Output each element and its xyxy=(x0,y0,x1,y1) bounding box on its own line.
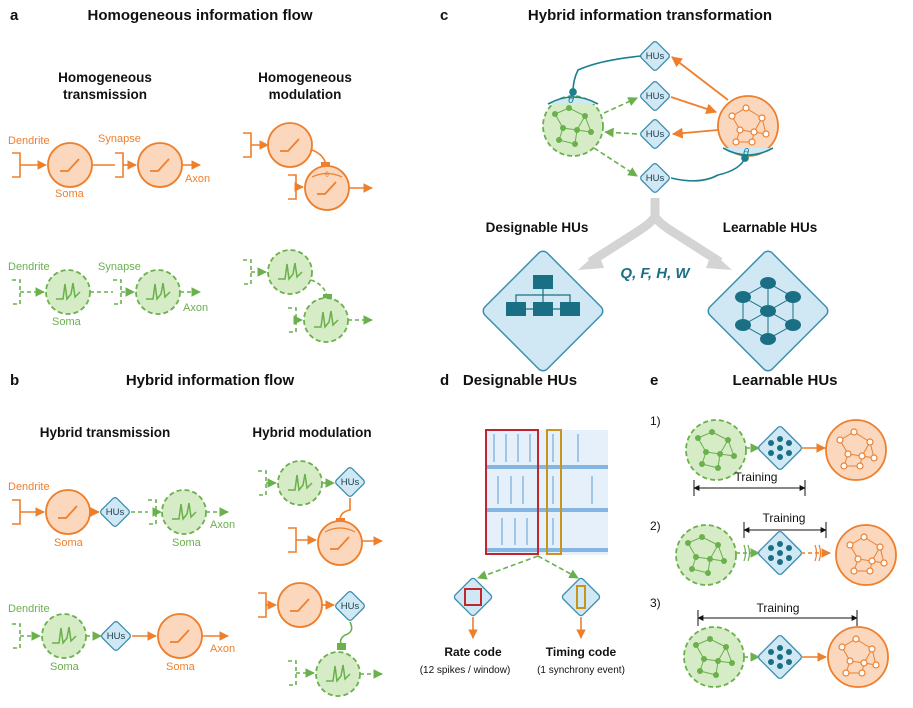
learnable-title: Learnable HUs xyxy=(723,220,818,235)
panel-b-sub2: Hybrid modulation xyxy=(252,425,371,440)
label-synapse-g: Synapse xyxy=(98,261,141,273)
label-soma-g: Soma xyxy=(52,316,82,328)
label-dendrite-b1: Dendrite xyxy=(8,481,50,493)
panel-c-letter: c xyxy=(440,7,448,24)
panel-e-title: Learnable HUs xyxy=(732,372,837,389)
hu-c1: HUs xyxy=(646,51,665,62)
panel-a-title: Homogeneous information flow xyxy=(88,7,313,24)
theta-c1: θ xyxy=(568,94,574,106)
label-soma-b1g: Soma xyxy=(172,537,202,549)
hu-c2: HUs xyxy=(646,91,665,102)
e-item-1: 1) xyxy=(650,414,661,428)
panel-b-sub1: Hybrid transmission xyxy=(40,425,171,440)
a-green-modulation xyxy=(242,249,373,343)
b-transmission-bottom: Dendrite HUs Axon Soma Soma xyxy=(8,603,235,673)
e-training-2: Training xyxy=(763,511,806,525)
label-axon-g: Axon xyxy=(183,302,208,314)
e-training-1: Training xyxy=(735,470,778,484)
e-row-3: 3) Training xyxy=(650,596,889,688)
panel-a-sub1-l1: Homogeneous xyxy=(58,70,152,85)
b-modulation-bottom: HUs xyxy=(257,582,383,697)
designable-diamond xyxy=(482,250,604,372)
label-axon-b1: Axon xyxy=(210,519,235,531)
b-modulation-top: HUs xyxy=(257,460,383,566)
panel-e-letter: e xyxy=(650,372,658,389)
hu-label-b4: HUs xyxy=(341,601,360,612)
rate-code-label: Rate code xyxy=(444,645,502,659)
label-soma: Soma xyxy=(55,188,85,200)
learnable-diamond xyxy=(707,250,829,372)
panel-a-sub2-l1: Homogeneous xyxy=(258,70,352,85)
label-axon-b2: Axon xyxy=(210,643,235,655)
timing-code-label: Timing code xyxy=(546,645,617,659)
panel-d-title: Designable HUs xyxy=(463,372,577,389)
e-item-2: 2) xyxy=(650,519,661,533)
e-item-3: 3) xyxy=(650,596,661,610)
panel-c-title: Hybrid information transformation xyxy=(528,7,772,24)
label-soma-b2g: Soma xyxy=(50,661,80,673)
label-soma-b2o: Soma xyxy=(166,661,196,673)
b-transmission-top: Dendrite HUs Axon Soma Soma xyxy=(8,481,235,549)
rate-code-note: (12 spikes / window) xyxy=(420,665,511,676)
panel-a-sub2-l2: modulation xyxy=(269,87,342,102)
label-dendrite-b2: Dendrite xyxy=(8,603,50,615)
theta-a: θ xyxy=(325,172,329,179)
label-soma-b1o: Soma xyxy=(54,537,84,549)
e-row-2: 2) Training xyxy=(650,511,897,586)
label-synapse: Synapse xyxy=(98,133,141,145)
panel-a-sub1-l2: transmission xyxy=(63,87,147,102)
theta-c2: θ xyxy=(743,147,749,159)
label-dendrite: Dendrite xyxy=(8,135,50,147)
a-orange-modulation: θ xyxy=(242,122,373,211)
hu-label-b2: HUs xyxy=(107,631,126,642)
hu-label-b3: HUs xyxy=(341,477,360,488)
label-dendrite-g: Dendrite xyxy=(8,261,50,273)
hu-label-b1: HUs xyxy=(106,507,125,518)
a-orange-transmission: Dendrite Synapse Axon Soma xyxy=(8,133,210,200)
hu-c3: HUs xyxy=(646,129,665,140)
panel-a-letter: a xyxy=(10,7,19,24)
timing-code-note: (1 synchrony event) xyxy=(537,665,625,676)
panel-b-title: Hybrid information flow xyxy=(126,372,295,389)
panel-d-letter: d xyxy=(440,372,449,389)
e-row-1: 1) Training xyxy=(650,414,887,496)
e-training-3: Training xyxy=(757,601,800,615)
d-raster: Rate code (12 spikes / window) Timing co… xyxy=(420,429,625,676)
formula-qfhw: Q, F, H, W xyxy=(620,265,691,282)
a-green-transmission: Dendrite Synapse Axon Soma xyxy=(8,261,208,328)
panel-b-letter: b xyxy=(10,372,19,389)
designable-title: Designable HUs xyxy=(486,220,589,235)
hu-c4: HUs xyxy=(646,173,665,184)
label-axon: Axon xyxy=(185,173,210,185)
c-transformation: θ θ HUs HUs HUs HUs Designable HUs Learn… xyxy=(482,39,829,372)
